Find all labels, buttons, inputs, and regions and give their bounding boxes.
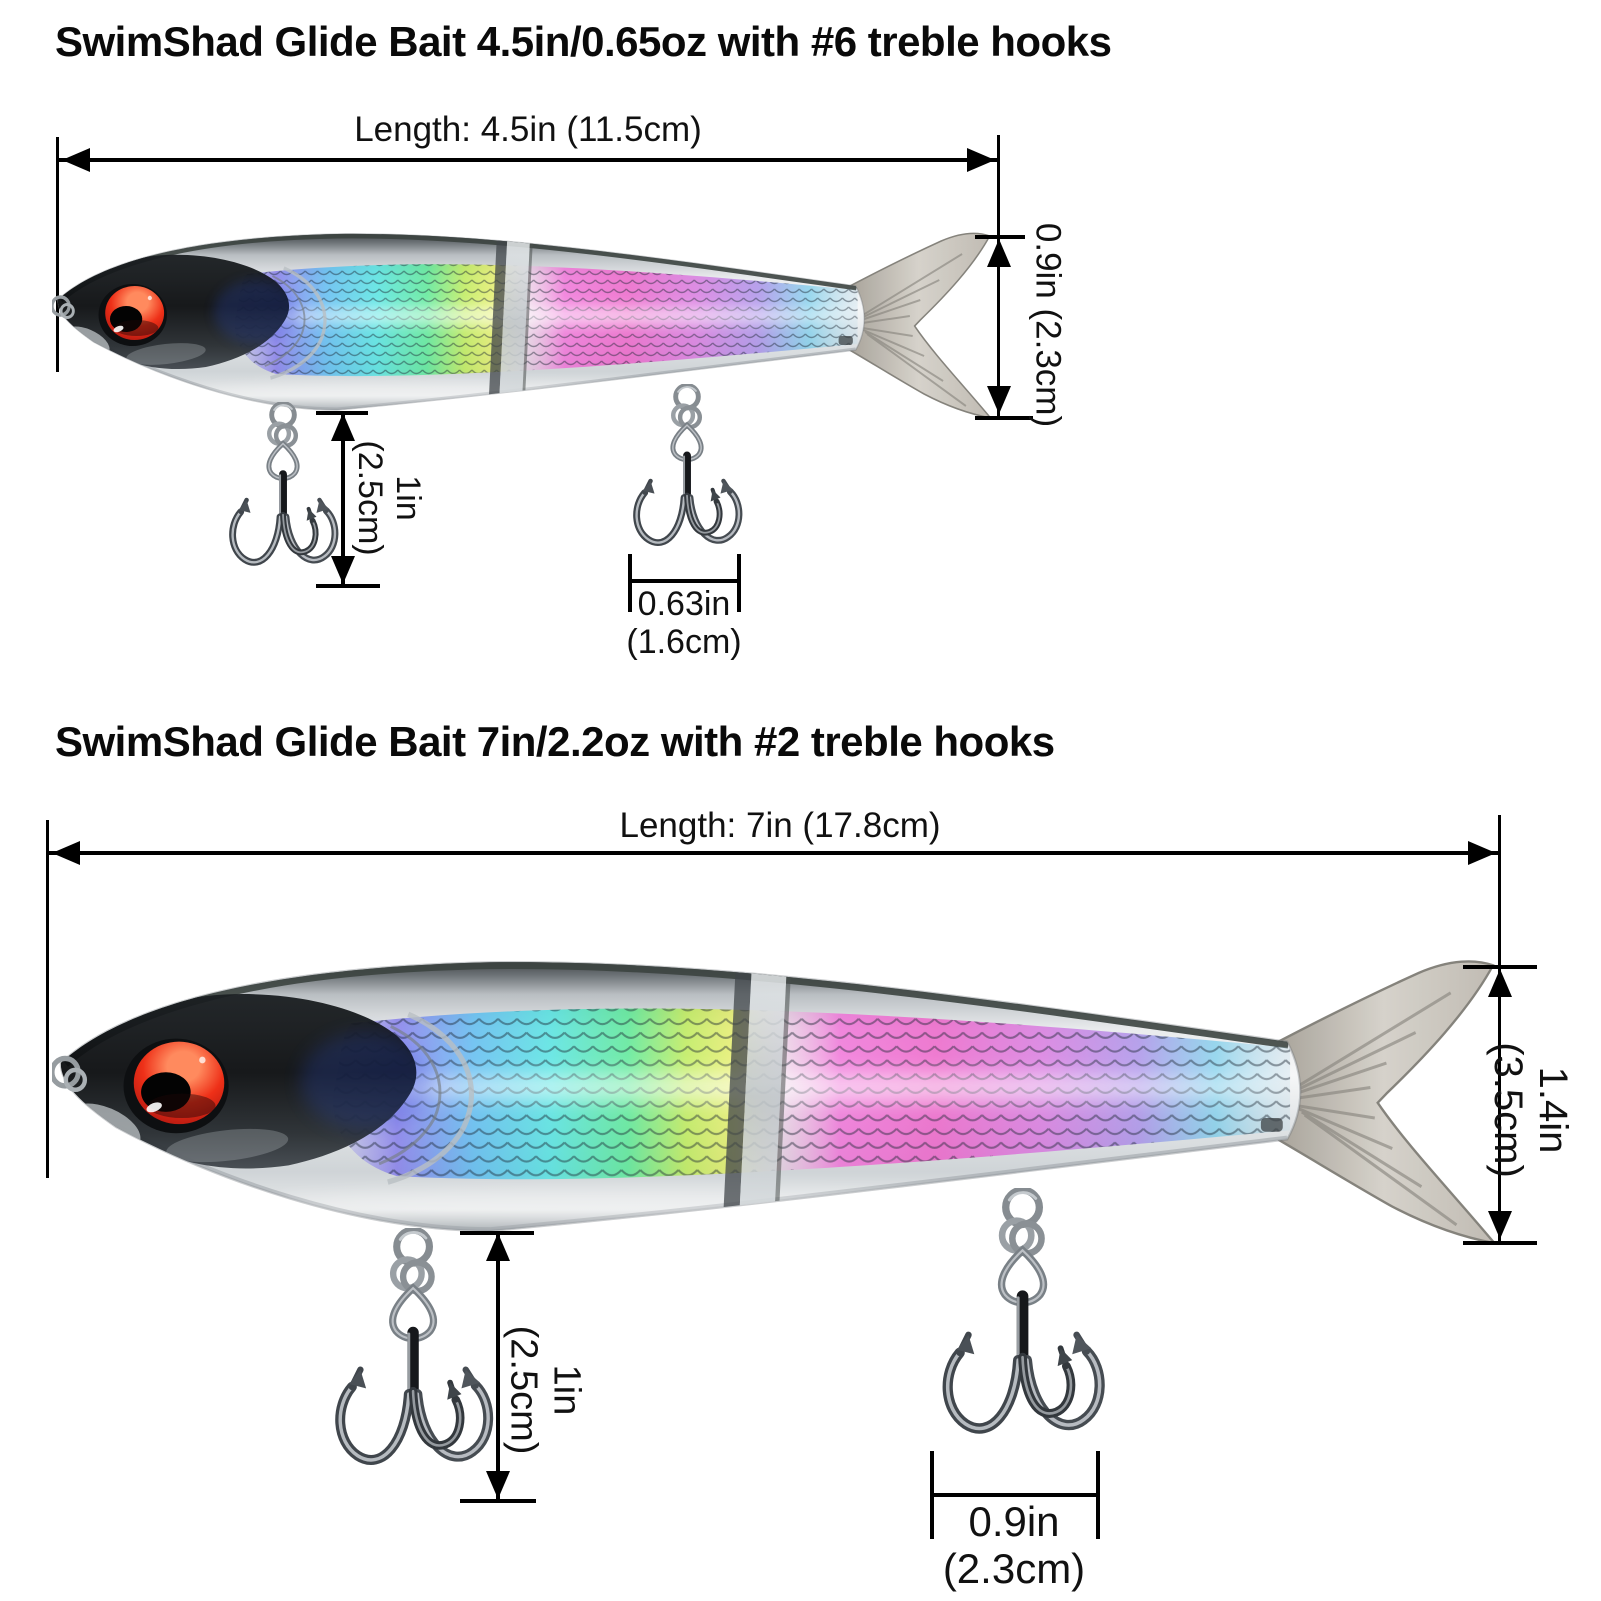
section2-title: SwimShad Glide Bait 7in/2.2oz with #2 tr… <box>55 718 1055 765</box>
section1-hook-length-label: 1in (2.5cm) <box>351 440 428 556</box>
dim-ext-line <box>1498 815 1501 1243</box>
arrow-up <box>486 1233 510 1261</box>
dim-line <box>496 1231 500 1503</box>
dim-tick <box>316 584 380 588</box>
arrow-down <box>486 1471 510 1499</box>
dim-tick <box>1096 1451 1100 1539</box>
treble-hook-rear-large <box>929 1188 1119 1470</box>
arrow-down <box>1488 1211 1512 1239</box>
dim-ext-line <box>46 820 49 1178</box>
arrow-up <box>1488 969 1512 997</box>
arrow-down <box>987 386 1011 414</box>
arrow-right <box>1468 841 1496 865</box>
arrow-right <box>967 148 995 172</box>
dim-line <box>341 411 345 588</box>
dim-ext-line <box>56 137 59 372</box>
treble-hook-front-small <box>220 402 348 590</box>
section1-tail-height-label: 0.9in (2.3cm) <box>1028 222 1068 428</box>
arrow-up <box>331 413 355 441</box>
arrow-left <box>52 841 80 865</box>
treble-hook-front-large <box>322 1228 507 1500</box>
section2-hook-length-label: 1in (2.5cm) <box>503 1325 588 1455</box>
section2-length-label: Length: 7in (17.8cm) <box>619 806 941 845</box>
arrow-up <box>987 239 1011 267</box>
dim-tick <box>628 554 632 612</box>
arrow-left <box>62 148 90 172</box>
section2-tail-height-label: 1.4in (3.5cm) <box>1486 1042 1575 1178</box>
dim-bracket-line <box>630 579 741 583</box>
dim-length-line <box>58 158 999 162</box>
lure-large <box>52 947 1512 1260</box>
dim-tick <box>975 235 1025 239</box>
section1-title: SwimShad Glide Bait 4.5in/0.65oz with #6… <box>55 18 1112 65</box>
section1-hook-width-label: 0.63in (1.6cm) <box>626 585 742 662</box>
dim-tick <box>1463 965 1537 969</box>
arrow-down <box>331 556 355 584</box>
dim-tick <box>975 416 1033 420</box>
lure-small <box>52 224 1002 429</box>
dim-tick <box>737 554 741 612</box>
dim-length-line <box>48 851 1500 855</box>
dim-tick <box>930 1451 934 1539</box>
dim-ext-line <box>997 135 1000 418</box>
dim-bracket-line <box>932 1493 1100 1497</box>
section2-hook-width-label: 0.9in (2.3cm) <box>942 1498 1086 1593</box>
section1-length-label: Length: 4.5in (11.5cm) <box>354 110 702 149</box>
treble-hook-rear-small <box>624 384 752 570</box>
dim-tick <box>1463 1241 1537 1245</box>
